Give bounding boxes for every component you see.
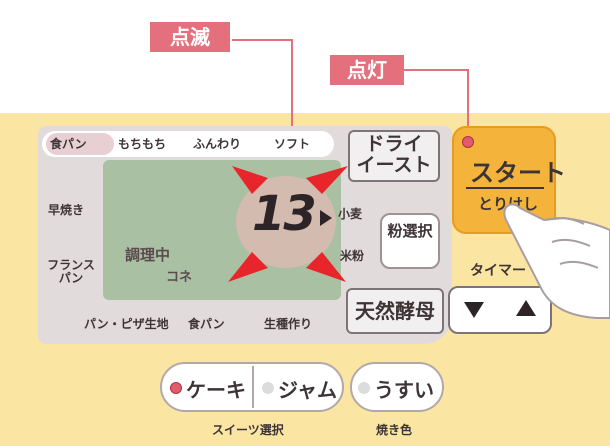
usui-led: [358, 382, 370, 394]
cake-led: [170, 382, 182, 394]
start-divider: [466, 187, 544, 189]
menu-item-mochimochi: もちもち: [118, 137, 167, 151]
lit-callout: 点灯: [330, 55, 404, 85]
flour-komeko-label: 米粉: [340, 249, 365, 263]
france-line2: パン: [58, 270, 84, 285]
menu-item-soft: ソフト: [274, 137, 311, 151]
dry-yeast-line2: イースト: [356, 153, 432, 176]
triangle-up-icon[interactable]: [514, 298, 538, 318]
crust-color-label: 焼き色: [376, 423, 413, 437]
menu-item-shokupan: 食パン: [50, 137, 87, 151]
france-line1: フランス: [47, 258, 95, 272]
blink-callout: 点滅: [150, 22, 230, 52]
play-arrow-icon: [320, 210, 332, 226]
flour-select-label: 粉選択: [387, 222, 433, 240]
triangle-down-icon[interactable]: [462, 300, 486, 320]
flour-komugi-label: 小麦: [338, 207, 363, 221]
hand-icon: [503, 203, 610, 319]
natural-yeast-label: 天然酵母: [355, 299, 435, 323]
menu-selected-highlight: [46, 133, 114, 155]
dry-yeast-line1: ドライ: [365, 133, 423, 155]
time-readout: 13: [252, 186, 317, 242]
menu-item-france-pan: フランス パン: [42, 259, 100, 284]
menu-item-shokupan-bottom: 食パン: [188, 317, 225, 331]
lcd-status: 調理中: [125, 246, 171, 264]
usui-button[interactable]: うすい: [374, 378, 434, 402]
menu-item-pan-pizza: パン・ピザ生地: [84, 317, 169, 331]
timer-label: タイマー: [470, 263, 526, 279]
lcd-substatus: コネ: [166, 270, 193, 285]
jam-button[interactable]: ジャム: [278, 378, 337, 402]
start-led-indicator: [462, 136, 474, 148]
menu-bar: [42, 131, 334, 157]
cake-button[interactable]: ケーキ: [186, 378, 246, 402]
start-label: スタート: [470, 159, 566, 187]
timer-controls: [448, 286, 552, 334]
dry-yeast-button[interactable]: ドライ イースト: [348, 130, 440, 182]
menu-item-namagashi: 生種作り: [264, 317, 313, 331]
menu-item-hayayaki: 早焼き: [48, 203, 85, 217]
lit-callout-line: [400, 69, 469, 140]
sweets-select-label: スイーツ選択: [212, 423, 284, 437]
flour-select-button[interactable]: 粉選択: [380, 213, 440, 269]
jam-led: [262, 382, 274, 394]
menu-item-funwari: ふんわり: [193, 137, 242, 151]
sweets-divider: [252, 366, 254, 408]
natural-yeast-button[interactable]: 天然酵母: [346, 288, 444, 334]
